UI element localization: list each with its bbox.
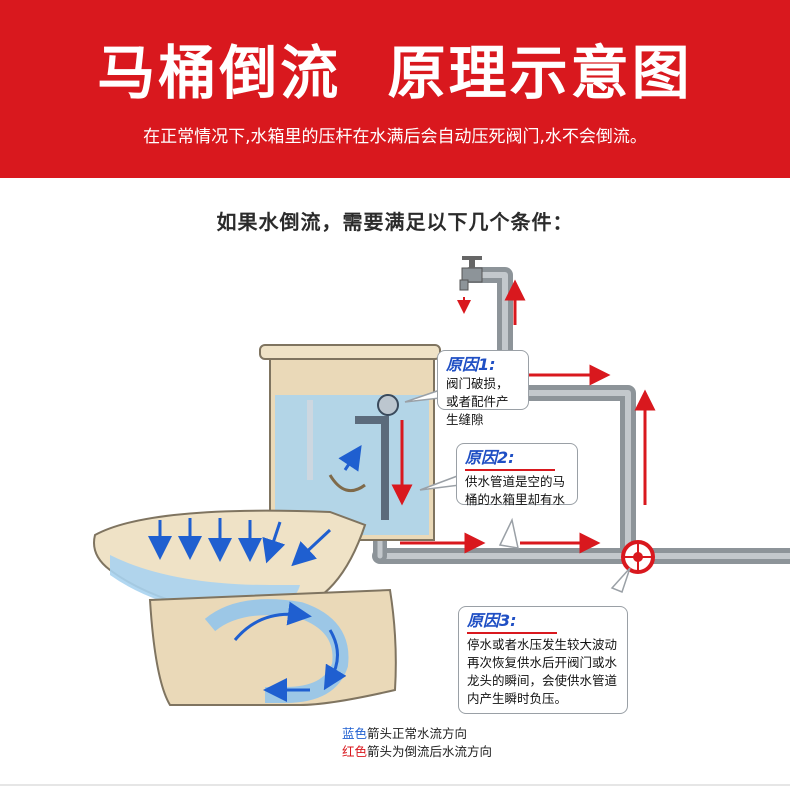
page-title: 马桶倒流 原理示意图 bbox=[97, 39, 693, 107]
conditions-heading: 如果水倒流，需要满足以下几个条件： bbox=[216, 210, 574, 234]
flow-arrow-icon bbox=[233, 601, 312, 641]
flow-arrow-icon bbox=[262, 521, 286, 564]
bottom-divider bbox=[0, 784, 790, 786]
callout-pointers bbox=[404, 388, 631, 593]
callout-3-underline bbox=[467, 632, 557, 634]
flow-arrow-icon bbox=[291, 528, 332, 567]
page-subtitle: 在正常情况下,水箱里的压杆在水满后会自动压死阀门,水不会倒流。 bbox=[143, 127, 647, 147]
normal-flow-arrows bbox=[148, 445, 362, 702]
callout-reason-3: 原因3: 停水或者水压发生较大波动再次恢复供水后开阀门或水龙头的瞬间，会使供水管… bbox=[458, 606, 628, 714]
legend-blue-text: 箭头正常水流方向 bbox=[367, 726, 468, 741]
legend-backflow: 红色箭头为倒流后水流方向 bbox=[342, 743, 492, 761]
supply-pipes bbox=[372, 267, 790, 564]
callout-3-title: 原因3: bbox=[467, 611, 517, 630]
title-banner: 马桶倒流 原理示意图 在正常情况下,水箱里的压杆在水满后会自动压死阀门,水不会倒… bbox=[0, 0, 790, 178]
callout-2-underline bbox=[465, 469, 555, 471]
callout-2-text: 供水管道是空的马桶的水箱里却有水 bbox=[465, 474, 566, 507]
flow-arrow-icon bbox=[338, 445, 362, 472]
faucet-icon bbox=[457, 256, 483, 314]
callout-1-title: 原因1: bbox=[446, 355, 496, 374]
legend-normal-flow: 蓝色箭头正常水流方向 bbox=[342, 725, 492, 743]
legend: 蓝色箭头正常水流方向 红色箭头为倒流后水流方向 bbox=[342, 725, 492, 761]
callout-reason-2: 原因2: 供水管道是空的马桶的水箱里却有水 bbox=[456, 443, 578, 507]
callout-reason-1: 原因1: 阀门破损，或者配件产生缝隙 bbox=[437, 350, 529, 427]
fill-valve bbox=[307, 394, 399, 520]
callout-2-title: 原因2: bbox=[465, 448, 515, 467]
callout-1-text: 阀门破损，或者配件产生缝隙 bbox=[446, 376, 509, 427]
flow-arrow-icon bbox=[323, 629, 347, 691]
valve-wheel-icon bbox=[621, 540, 655, 574]
legend-red-word: 红色 bbox=[342, 744, 368, 759]
toilet-backflow-diagram bbox=[93, 256, 790, 706]
legend-red-text: 箭头为倒流后水流方向 bbox=[367, 744, 493, 759]
backflow-arrows bbox=[391, 279, 656, 554]
callout-3-text: 停水或者水压发生较大波动再次恢复供水后开阀门或水龙头的瞬间，会使供水管道内产生瞬… bbox=[467, 637, 618, 706]
toilet-bowl bbox=[93, 509, 397, 706]
legend-blue-word: 蓝色 bbox=[342, 726, 368, 741]
